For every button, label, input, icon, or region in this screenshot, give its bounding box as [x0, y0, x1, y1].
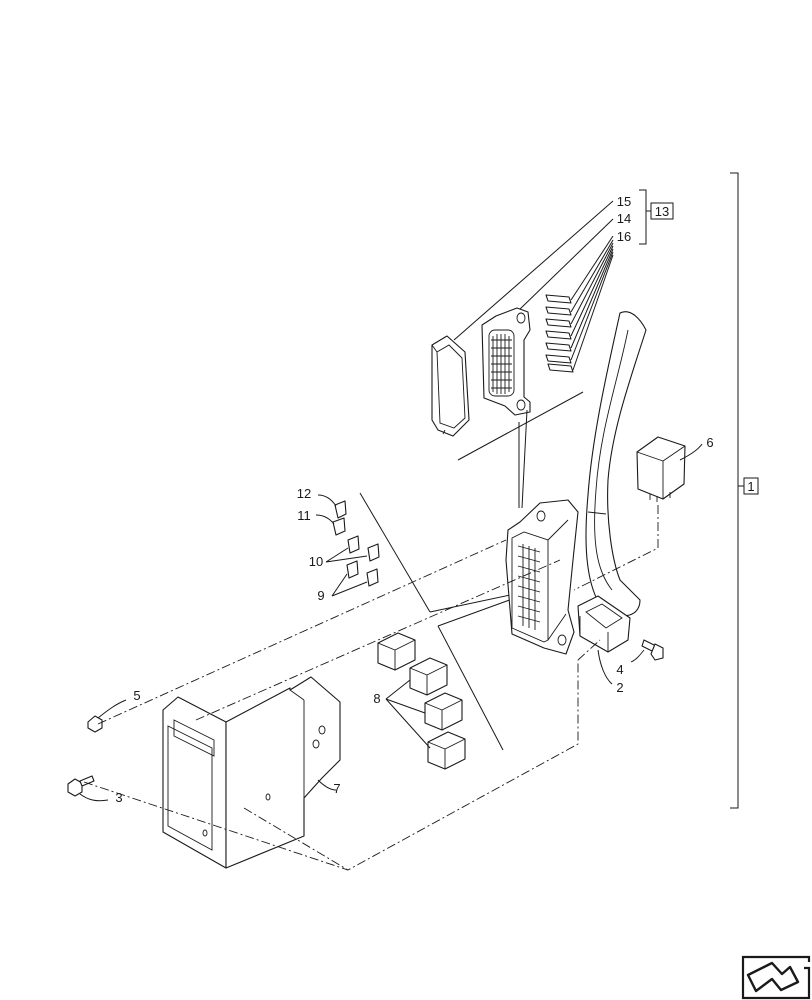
terminals-16 — [545, 294, 574, 373]
connector-14 — [481, 307, 531, 416]
callout-16: 16 — [617, 229, 631, 244]
callout-15: 15 — [617, 194, 631, 209]
callout-6: 6 — [706, 435, 713, 450]
fuse-11 — [315, 514, 346, 536]
group-bracket-1: 1 — [730, 172, 759, 809]
next-page-arrow-icon[interactable] — [741, 955, 811, 1000]
callout-9: 9 — [317, 588, 324, 603]
callout-leaders-15-14-16 — [453, 200, 614, 371]
callout-11: 11 — [297, 508, 311, 523]
fuses-9 — [331, 560, 379, 597]
screw-5 — [87, 699, 127, 733]
callout-6-group: 6 — [679, 435, 714, 461]
bracket-plate-7 — [162, 676, 341, 869]
bolt-4 — [630, 639, 664, 663]
callout-4: 4 — [616, 662, 623, 677]
section-lines — [359, 391, 584, 751]
callout-8: 8 — [373, 691, 380, 706]
assembly-lines — [83, 505, 659, 871]
connector-housing-15 — [431, 335, 470, 437]
socket-2 — [577, 595, 631, 653]
mini-relays-8 — [377, 632, 466, 770]
callout-2: 2 — [616, 680, 623, 695]
wire-harness — [585, 311, 647, 617]
fuses-10 — [325, 535, 380, 563]
callout-13: 13 — [655, 204, 669, 219]
callout-1: 1 — [747, 479, 754, 494]
group-bracket-13: 13 15 14 16 — [617, 189, 674, 245]
callout-10: 10 — [309, 554, 323, 569]
callout-2-group: 2 — [597, 649, 624, 695]
callout-3: 3 — [115, 790, 122, 805]
bolt-3 — [67, 775, 109, 802]
callout-14: 14 — [617, 211, 631, 226]
callout-7: 7 — [333, 781, 340, 796]
fuse-12 — [317, 494, 347, 519]
main-connector-block — [505, 499, 579, 655]
relay-6 — [636, 436, 686, 502]
callout-5: 5 — [133, 688, 140, 703]
callout-12: 12 — [297, 486, 311, 501]
